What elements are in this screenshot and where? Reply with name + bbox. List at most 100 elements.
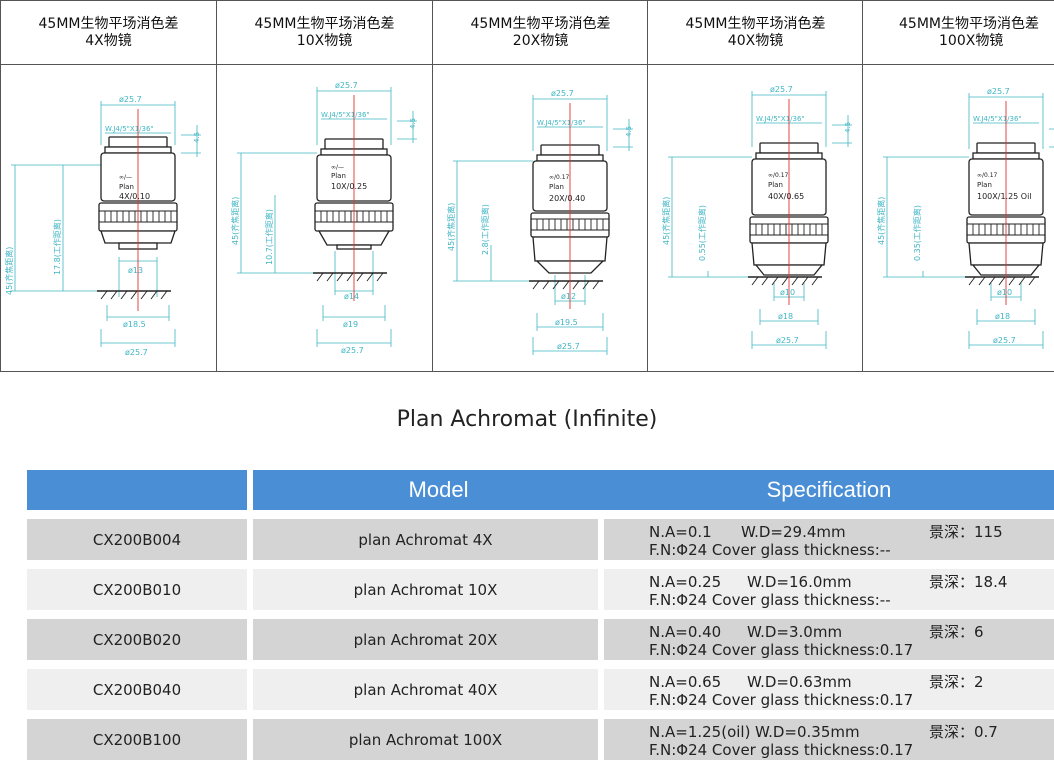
mag-label: 4X/0.10 xyxy=(119,192,150,201)
dim-top: ø25.7 xyxy=(335,81,358,90)
spec-na: N.A=0.1 xyxy=(649,523,712,541)
plan-label: Plan xyxy=(119,183,134,191)
inf-mark: ∞/0.17 xyxy=(768,172,789,179)
dim-d2: ø19 xyxy=(343,320,358,329)
table-row-code: CX200B040 xyxy=(27,669,247,710)
drawing-body: ø25.7 W.J4/5"X1/36" 4.5 45(齐焦距离) 17.8(工作… xyxy=(1,65,217,371)
objective-drawing-svg: ø25.7 W.J4/5"X1/36" 4.5 45(齐焦距离) 0.55(工作… xyxy=(661,85,852,349)
drawing-body: ø25.7 W.J4/5"X1/36" 4.5 45(齐焦距离) 10.7(工作… xyxy=(217,65,433,371)
inf-mark: ∞/— xyxy=(119,174,132,181)
spec-wd: W.D=0.63mm xyxy=(747,673,852,691)
dim-d3: ø25.7 xyxy=(776,336,799,345)
drawing-title-line1: 45MM生物平场消色差 xyxy=(899,15,1039,32)
drawing-title-line1: 45MM生物平场消色差 xyxy=(38,15,179,32)
spec-depth: 景深：18.4 xyxy=(929,573,1008,591)
objective-drawings-grid: 45MM生物平场消色差 4X物镜 xyxy=(0,0,1054,372)
dim-d1: ø12 xyxy=(561,292,576,301)
drawing-column-20x: 45MM生物平场消色差 20X物镜 xyxy=(432,1,649,371)
dim-4-5: 4.5 xyxy=(844,122,852,133)
drawing-title-line2: 100X物镜 xyxy=(939,32,1004,49)
drawing-title-line2: 4X物镜 xyxy=(85,32,132,49)
drawing-body: ø25.7 W.J4/5"X1/36" 4.5 45(齐焦距离) 2.8(工作距… xyxy=(433,65,649,371)
drawing-body: ø25.7 W.J4/5"X1/36" 4.5 45(齐焦距离) 0.55(工作… xyxy=(648,65,864,371)
dim-thread: W.J4/5"X1/36" xyxy=(973,115,1022,123)
dim-working: 0.35(工作距离) xyxy=(912,205,922,261)
drawing-column-40x: 45MM生物平场消色差 40X物镜 xyxy=(647,1,864,371)
inf-mark: ∞/0.17 xyxy=(977,172,998,179)
dim-thread: W.J4/5"X1/36" xyxy=(321,111,370,119)
table-row-model: plan Achromat 20X xyxy=(253,619,598,660)
dim-d1: ø10 xyxy=(997,288,1012,297)
table-row-code: CX200B010 xyxy=(27,569,247,610)
spec-depth: 景深：2 xyxy=(929,673,984,691)
objective-drawing-svg: ø25.7 W.J4/5"X1/36" 4.5 45(齐焦距离) 2.8(工作距… xyxy=(446,89,633,355)
spec-na: N.A=0.40 xyxy=(649,623,722,641)
table-row-model: plan Achromat 4X xyxy=(253,519,598,560)
spec-fn: F.N:Φ24 Cover glass thickness:-- xyxy=(649,541,891,559)
table-row-code: CX200B100 xyxy=(27,719,247,760)
spec-depth: 景深：0.7 xyxy=(929,723,998,741)
dim-d1: ø13 xyxy=(128,266,143,275)
spec-fn: F.N:Φ24 Cover glass thickness:0.17 xyxy=(649,741,914,759)
objective-drawing-svg: ø25.7 W.J4/5"X1/36" 4.5 45(齐焦距离) 10.7(工作… xyxy=(230,81,417,355)
dim-top: ø25.7 xyxy=(770,85,793,94)
dim-d3: ø25.7 xyxy=(125,348,148,357)
dim-working: 2.8(工作距离) xyxy=(480,204,490,255)
dim-d1: ø10 xyxy=(780,288,795,297)
drawing-header: 45MM生物平场消色差 40X物镜 xyxy=(648,1,863,65)
drawing-title-line2: 20X物镜 xyxy=(512,32,569,49)
dim-parfocal: 45(齐焦距离) xyxy=(446,203,456,251)
dim-working: 10.7(工作距离) xyxy=(264,209,274,265)
objective-drawing-svg: ø25.7 W.J4/5"X1/36" 4.5 45(齐焦距离) 17.8(工作… xyxy=(4,95,201,357)
inf-mark: ∞/0.17 xyxy=(549,174,570,181)
drawing-column-10x: 45MM生物平场消色差 10X物镜 xyxy=(216,1,433,371)
spec-depth: 景深：6 xyxy=(929,623,984,641)
drawing-header: 45MM生物平场消色差 20X物镜 xyxy=(433,1,648,65)
plan-label: Plan xyxy=(768,181,783,189)
drawing-title-line2: 40X物镜 xyxy=(727,32,784,49)
dim-d3: ø25.7 xyxy=(557,342,580,351)
dim-top: ø25.7 xyxy=(551,89,574,98)
plan-label: Plan xyxy=(331,172,346,180)
drawing-title-line1: 45MM生物平场消色差 xyxy=(254,15,395,32)
dim-working: 0.55(工作距离) xyxy=(697,205,707,261)
table-row-model: plan Achromat 40X xyxy=(253,669,598,710)
plan-label: Plan xyxy=(977,181,992,189)
dim-d2: ø19.5 xyxy=(555,318,578,327)
spec-wd: W.D=16.0mm xyxy=(747,573,852,591)
spec-wd: W.D=29.4mm xyxy=(741,523,846,541)
drawing-header: 45MM生物平场消色差 100X物镜 xyxy=(863,1,1054,65)
dim-4-5: 4.5 xyxy=(193,132,201,143)
page-title: Plan Achromat (Infinite) xyxy=(396,407,658,432)
dim-4-5: 4.5 xyxy=(625,126,633,137)
spec-na: N.A=0.65 xyxy=(649,673,722,691)
mag-label: 40X/0.65 xyxy=(768,192,804,201)
spec-depth: 景深：115 xyxy=(929,523,1003,541)
spec-wd: W.D=0.35mm xyxy=(755,723,860,741)
dim-parfocal: 45(齐焦距离) xyxy=(4,247,14,295)
header-model: Model xyxy=(253,470,624,510)
drawing-title-line2: 10X物镜 xyxy=(296,32,353,49)
drawing-column-4x: 45MM生物平场消色差 4X物镜 xyxy=(0,1,217,371)
table-row-model: plan Achromat 10X xyxy=(253,569,598,610)
dim-d2: ø18 xyxy=(995,312,1010,321)
mag-label: 10X/0.25 xyxy=(331,182,367,191)
spec-na: N.A=0.25 xyxy=(649,573,722,591)
header-spec: Specification xyxy=(604,470,1054,510)
dim-thread: W.J4/5"X1/36" xyxy=(537,119,586,127)
table-row-spec: N.A=1.25(oil)W.D=0.35mm 景深：0.7 F.N:Φ24 Co… xyxy=(604,719,1054,760)
drawing-title-line1: 45MM生物平场消色差 xyxy=(470,15,611,32)
table-row-code: CX200B020 xyxy=(27,619,247,660)
dim-d2: ø18.5 xyxy=(123,320,146,329)
drawing-body: ø25.7 W.J4/5"X1/36" 45(齐焦距离) 0.35(工作距离) … xyxy=(863,65,1054,371)
inf-mark: ∞/— xyxy=(331,164,344,171)
dim-parfocal: 45(齐焦距离) xyxy=(230,197,240,245)
table-row-spec: N.A=0.1 W.D=29.4mm 景深：115 F.N:Φ24 Cover gl… xyxy=(604,519,1054,560)
spec-fn: F.N:Φ24 Cover glass thickness:0.17 xyxy=(649,641,914,659)
spec-na: N.A=1.25(oil) xyxy=(649,723,751,741)
header-code-cell xyxy=(27,470,247,510)
table-row-code: CX200B004 xyxy=(27,519,247,560)
dim-thread: W.J4/5"X1/36" xyxy=(105,125,154,133)
